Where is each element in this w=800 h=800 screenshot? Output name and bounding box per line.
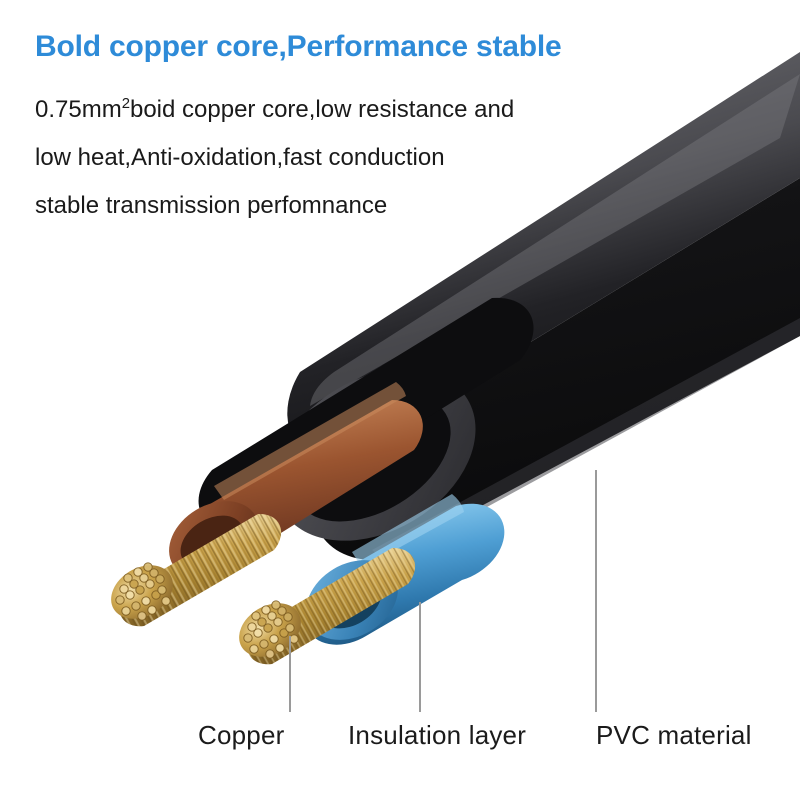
conductor-blue [239, 494, 505, 665]
callout-leader-lines [289, 470, 597, 712]
body-copy-line-1-suffix: boid copper core,low resistance and [129, 96, 515, 123]
headline: Bold copper core,Performance stable [35, 30, 562, 63]
body-copy-line-3: stable transmission perfomnance [35, 192, 388, 219]
body-copy-line-2: low heat,Anti-oxidation,fast conduction [35, 144, 445, 171]
body-copy-line-1-superscript: 2 [121, 96, 130, 112]
body-copy-line-1: 0.75mm2boid copper core,low resistance a… [35, 86, 655, 134]
callout-label-copper: Copper [198, 720, 285, 750]
body-copy: 0.75mm2boid copper core,low resistance a… [35, 86, 655, 230]
copper-strand-ends-blue [243, 600, 299, 659]
callout-label-insulation: Insulation layer [348, 720, 527, 750]
copper-strand-ends-brown [115, 562, 171, 621]
conductor-brown [111, 382, 423, 627]
body-copy-line-1-prefix: 0.75mm [35, 96, 122, 123]
callout-label-pvc: PVC material [596, 720, 752, 750]
